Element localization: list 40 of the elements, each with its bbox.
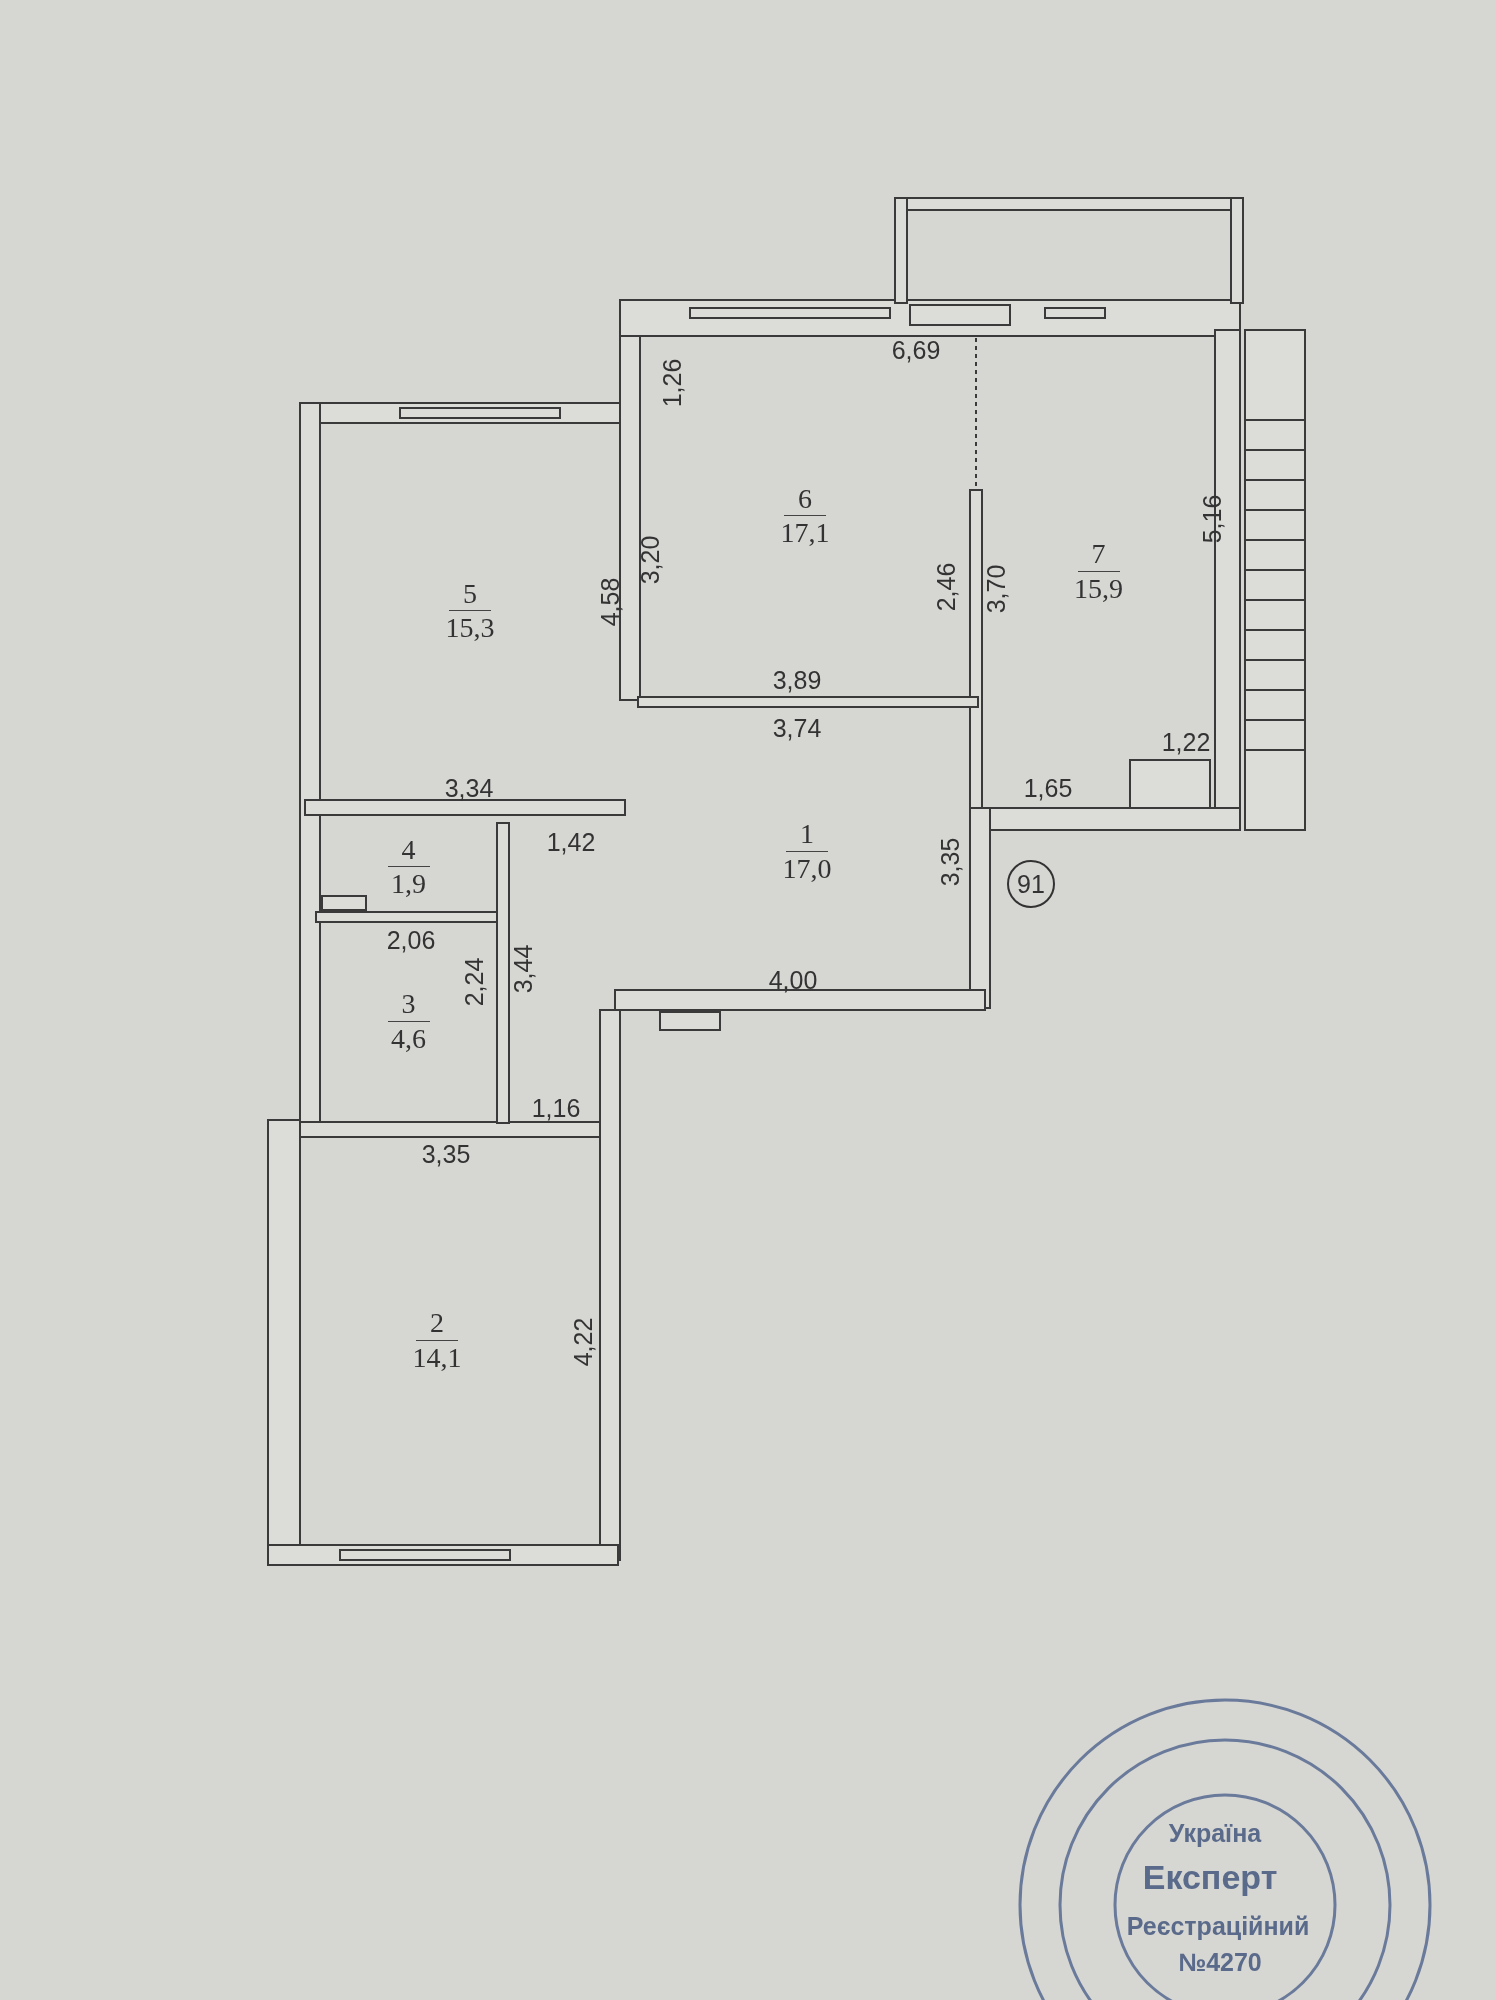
room-number: 2 [416, 1308, 458, 1341]
circled-number: 91 [1007, 860, 1055, 908]
room-area-value: 1,9 [391, 867, 426, 901]
dimension-label: 6,69 [891, 335, 941, 365]
room-number: 6 [784, 483, 826, 517]
seal-text: №4270 [1178, 1947, 1262, 1977]
dimension-label: 1,26 [657, 358, 687, 408]
seal-text: Реєстраційний [1126, 1911, 1310, 1941]
dimension-label: 4,58 [595, 577, 625, 627]
dimension-label: 3,35 [421, 1139, 471, 1169]
dimension-label: 3,70 [981, 564, 1011, 614]
seal-text: Україна [1168, 1818, 1262, 1848]
dimension-label: 2,46 [931, 562, 961, 612]
room-number: 1 [786, 819, 828, 852]
dimension-label: 2,24 [459, 957, 489, 1007]
room-area-value: 17,0 [782, 851, 832, 885]
dimension-label: 5,16 [1197, 494, 1227, 544]
room-number: 3 [387, 989, 430, 1022]
dimension-label: 3,89 [772, 665, 822, 695]
dimension-label: 3,34 [444, 773, 494, 803]
room-area-value: 17,1 [780, 516, 830, 550]
room-area-value: 15,9 [1074, 571, 1123, 605]
dimension-label: 2,06 [386, 925, 436, 955]
room-area-value: 14,1 [412, 1340, 462, 1374]
dimension-label: 3,44 [508, 944, 538, 994]
dimension-label: 3,74 [772, 713, 822, 743]
dimension-label: 3,35 [935, 837, 965, 887]
room-area-value: 4,6 [391, 1021, 426, 1055]
dimension-label: 4,00 [768, 965, 818, 995]
room-number: 5 [449, 578, 491, 612]
room-number: 4 [387, 834, 430, 868]
dimension-label: 3,20 [635, 535, 665, 585]
dimension-label: 1,42 [546, 827, 596, 857]
room-area-value: 15,3 [445, 611, 495, 645]
room-number: 7 [1077, 539, 1120, 572]
dimension-label: 1,65 [1023, 773, 1073, 803]
dimension-label: 1,16 [531, 1093, 581, 1123]
seal-text: Експерт [1142, 1857, 1278, 1897]
dimension-label: 1,22 [1161, 727, 1211, 757]
dimension-label: 4,22 [568, 1317, 598, 1367]
